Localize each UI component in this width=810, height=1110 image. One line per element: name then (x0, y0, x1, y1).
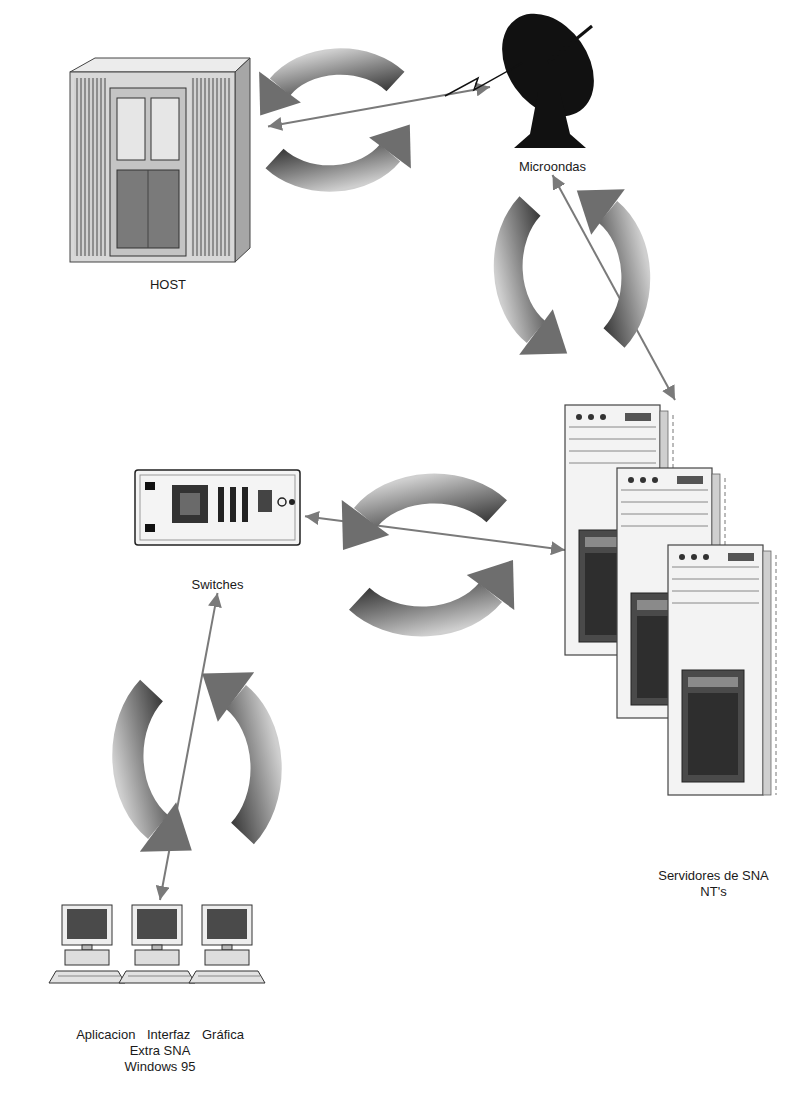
device-node: Microondas (490, 15, 615, 175)
cycle-arrows (259, 61, 411, 178)
cycle-arrows (128, 672, 266, 851)
device-node: Aplicacion Interfaz GráficaExtra SNA Win… (40, 900, 280, 1075)
workstation-icons (49, 905, 265, 983)
device-label: HOST (150, 277, 186, 293)
switch-illustration (135, 470, 300, 545)
device-node: HOST (68, 55, 268, 293)
link-connector (268, 87, 490, 126)
cycle-arrows (342, 489, 515, 622)
device-label: Microondas (519, 159, 586, 175)
device-label: Aplicacion Interfaz Gráfica (76, 1027, 244, 1043)
device-node: Servidores de SNA NT's (565, 400, 785, 900)
device-node: Switches (130, 465, 305, 593)
device-label: Switches (191, 577, 243, 593)
device-label: Extra SNA Windows 95 (120, 1043, 200, 1075)
link-connector (160, 593, 218, 900)
device-label: Servidores de SNA NT's (646, 868, 785, 900)
mainframe-illustration (70, 58, 250, 262)
cycle-arrows (508, 189, 636, 355)
radio-link-bolt (445, 63, 522, 96)
server-towers (565, 405, 776, 795)
